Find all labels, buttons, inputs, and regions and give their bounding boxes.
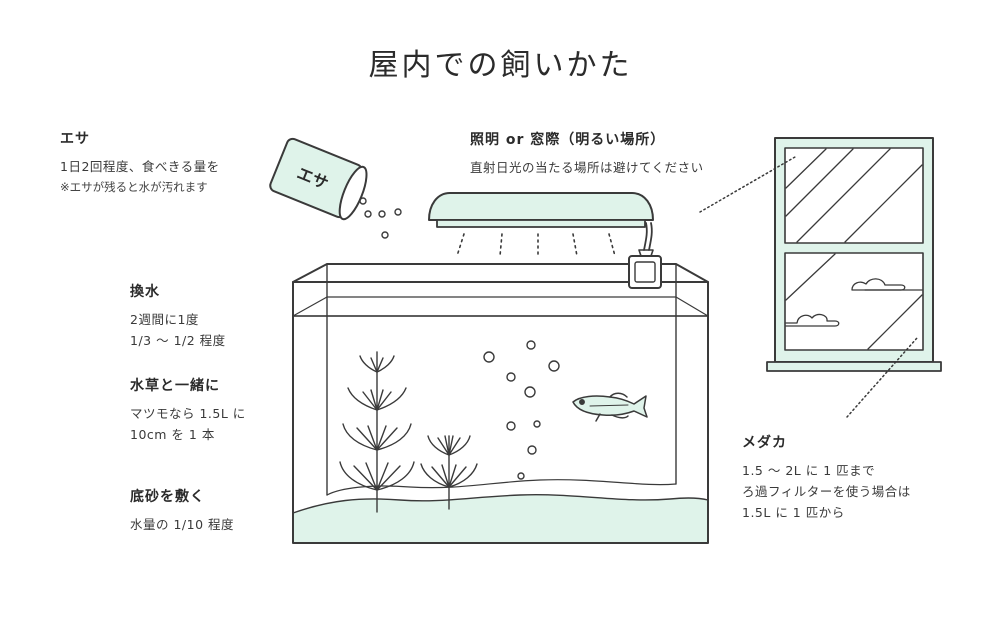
feed-label: エサ 1日2回程度、食べきる量を ※エサが残ると水が汚れます (60, 128, 220, 197)
plants-line-1: マツモなら 1.5L に (130, 406, 246, 421)
light-rays (456, 233, 616, 257)
light-line-1: 直射日光の当たる場所は避けてください (470, 160, 704, 175)
gravel-line-1: 水量の 1/10 程度 (130, 517, 235, 532)
feed-heading: エサ (60, 131, 90, 147)
medaka-fish-icon (572, 392, 648, 422)
medaka-heading: メダカ (742, 435, 787, 451)
medaka-line-3: 1.5L に 1 匹から (742, 505, 845, 520)
water-change-label: 換水 2週間に1度 1/3 〜 1/2 程度 (130, 281, 226, 351)
light-heading: 照明 or 窓際（明るい場所） (470, 132, 666, 148)
feed-can-icon: エサ (269, 137, 368, 221)
feed-pellets (359, 197, 402, 239)
aquarium-light-icon (428, 192, 662, 289)
light-label: 照明 or 窓際（明るい場所） 直射日光の当たる場所は避けてください (470, 129, 704, 178)
water-change-line-2: 1/3 〜 1/2 程度 (130, 333, 226, 348)
plants-line-2: 10cm を 1 本 (130, 427, 215, 442)
plants-label: 水草と一緒に マツモなら 1.5L に 10cm を 1 本 (130, 375, 246, 445)
leader-lines (699, 156, 918, 418)
page-title: 屋内での飼いかた (368, 48, 633, 83)
water-change-line-1: 2週間に1度 (130, 312, 199, 327)
gravel-label: 底砂を敷く 水量の 1/10 程度 (130, 486, 234, 535)
medaka-line-2: ろ過フィルターを使う場合は (742, 484, 911, 499)
feed-line-1: 1日2回程度、食べきる量を (60, 159, 220, 174)
water-plant-large (339, 351, 415, 513)
medaka-line-1: 1.5 〜 2L に 1 匹まで (742, 463, 876, 478)
medaka-label: メダカ 1.5 〜 2L に 1 匹まで ろ過フィルターを使う場合は 1.5L … (742, 432, 911, 523)
water-plant-small (420, 435, 478, 510)
water-change-heading: 換水 (130, 284, 160, 300)
feed-note: ※エサが残ると水が汚れます (60, 180, 208, 194)
plants-heading: 水草と一緒に (130, 378, 220, 394)
window-icon (766, 137, 942, 372)
aquarium-tank (292, 263, 709, 544)
gravel-heading: 底砂を敷く (130, 489, 205, 505)
air-bubbles (483, 340, 560, 480)
